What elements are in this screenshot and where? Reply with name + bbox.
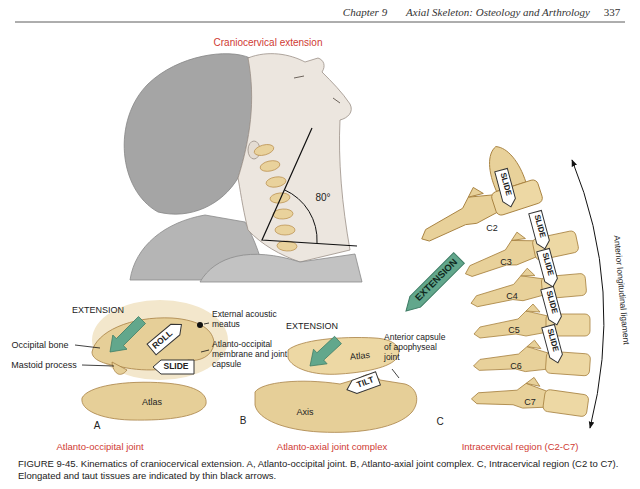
page-number: 337 xyxy=(604,6,621,19)
slide-arrow: SLIDE xyxy=(152,359,195,375)
roll-arrow: ROLL xyxy=(145,318,187,357)
occipital-bone xyxy=(92,318,214,370)
arrow-outline xyxy=(537,248,559,288)
axis-bone xyxy=(255,374,417,432)
slide-arrow: SLIDE xyxy=(540,285,565,328)
vertebra-level: C2 xyxy=(486,223,498,233)
vertebra xyxy=(259,159,281,173)
slide-arrow: SLIDE xyxy=(541,323,566,366)
panel-title: Atlanto-occipital joint xyxy=(56,442,143,453)
vertebra xyxy=(275,225,295,235)
part-name: Axis xyxy=(296,407,313,417)
tilt-arrow: TILT xyxy=(343,370,381,397)
vertebra xyxy=(473,336,591,378)
slide-arrow: SLIDE xyxy=(528,209,553,252)
arrow-outline xyxy=(541,286,563,326)
part-name: Mastoid process xyxy=(11,360,77,370)
ligament-name: Anterior longitudinal ligament xyxy=(611,235,630,345)
angle-lines xyxy=(262,128,357,246)
vertebra xyxy=(253,143,275,158)
face-neck xyxy=(238,54,351,262)
part-name: Atlas xyxy=(350,350,371,362)
arrow-outline xyxy=(529,210,551,250)
panel-letter: C xyxy=(436,416,443,428)
vertebra xyxy=(474,304,590,338)
shoulder xyxy=(200,254,362,282)
leader-line xyxy=(392,369,399,378)
leader-line xyxy=(201,350,209,352)
extension-arrow: EXTENSION xyxy=(399,251,465,317)
vertebra xyxy=(412,168,545,243)
vertebra-level: C5 xyxy=(508,325,520,335)
running-head: Chapter 9 xyxy=(343,6,387,19)
arrow-label: EXTENSION xyxy=(412,255,460,303)
atlas-bone xyxy=(82,382,206,420)
vertebra xyxy=(265,175,286,188)
part-name: Atlas xyxy=(142,397,162,407)
angle-arc xyxy=(284,190,317,243)
figure-caption: FIGURE 9-45. Kinematics of craniocervica… xyxy=(18,458,622,482)
arrow-outline xyxy=(153,360,194,374)
extension-arrow xyxy=(310,336,341,366)
panel-letter: A xyxy=(94,420,101,432)
leader-line xyxy=(204,323,209,324)
vertebra xyxy=(468,263,587,307)
panel-title: Intracervical region (C2-C7) xyxy=(462,442,579,453)
arrow-outline xyxy=(495,168,517,208)
vertebra xyxy=(471,369,591,419)
vertebra-level: C6 xyxy=(510,361,522,371)
part-name: Occipital bone xyxy=(11,340,68,350)
arrow-outline xyxy=(400,252,464,316)
motion-label: EXTENSION xyxy=(286,321,338,331)
ligament-arrow xyxy=(572,160,604,428)
vertebra-level: C4 xyxy=(506,291,518,301)
atlas-bone xyxy=(288,338,399,375)
vertebra-level: C3 xyxy=(500,257,512,267)
part-name: Anterior capsule of apophyseal joint xyxy=(384,333,450,362)
slide-arrow: SLIDE xyxy=(494,167,519,210)
eye xyxy=(294,76,304,78)
leader-line xyxy=(75,345,100,348)
arrow-outline xyxy=(147,319,186,355)
panel-letter: B xyxy=(240,415,247,427)
leader-line xyxy=(82,365,114,366)
figure-title: Craniocervical extension xyxy=(214,37,323,49)
acoustic-meatus xyxy=(197,322,203,328)
slide-arrow: SLIDE xyxy=(536,247,561,290)
arrow-outline xyxy=(344,372,380,396)
vertebra xyxy=(459,220,580,277)
part-name: External acoustic meatus xyxy=(212,310,288,330)
extension-arrow xyxy=(110,317,146,353)
part-name: Atlanto-occipital membrane and joint cap… xyxy=(212,340,288,369)
panel-title: Atlanto-axial joint complex xyxy=(277,442,387,453)
lips xyxy=(333,98,340,103)
mastoid-process xyxy=(112,362,127,374)
vertebra-level: C7 xyxy=(524,397,536,407)
arrow-outline xyxy=(542,324,564,364)
arrow-label: SLIDE xyxy=(164,361,191,371)
vertebra xyxy=(270,192,291,204)
header-rule xyxy=(15,22,625,23)
hair xyxy=(124,54,252,214)
angle-value: 80° xyxy=(315,192,330,204)
running-head: Axial Skeleton: Osteology and Arthrology xyxy=(406,6,590,19)
motion-label: EXTENSION xyxy=(72,305,124,315)
